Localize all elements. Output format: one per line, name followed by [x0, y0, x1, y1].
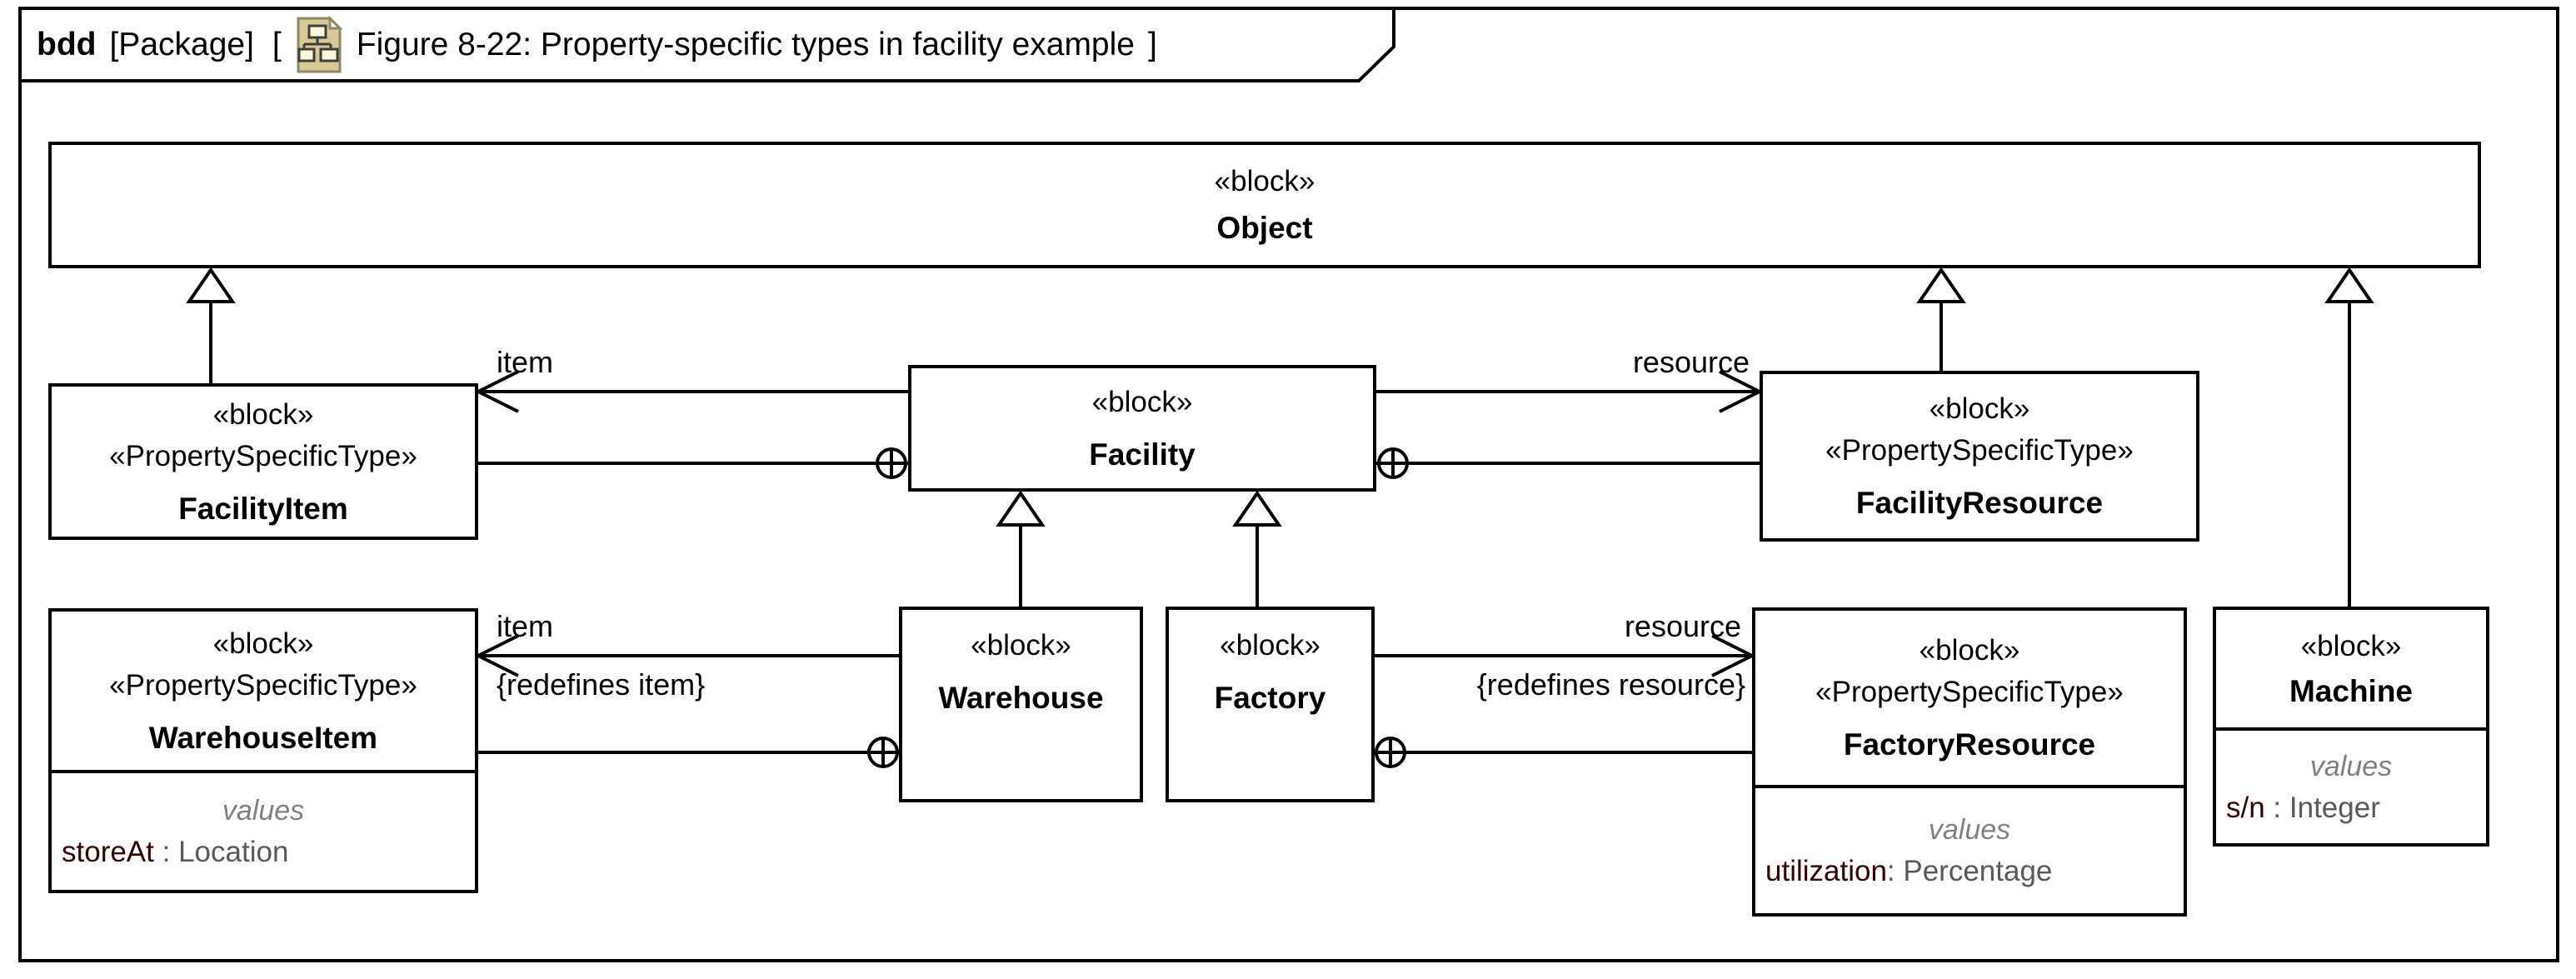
block-factory[interactable]: «block» Factory [1166, 607, 1375, 802]
diagram-title-open-bracket: [ [272, 26, 282, 62]
role-label-resource-bottom[interactable]: resource [1624, 609, 1741, 643]
composite-warehouse-warehouseitem[interactable] [478, 737, 899, 768]
role-label-item-top[interactable]: item [497, 345, 554, 379]
block-machine-name: Machine [2289, 673, 2414, 708]
value-property-separator: : [2264, 791, 2289, 824]
value-property-storeat: storeAt : Location [52, 832, 475, 873]
block-factory-resource[interactable]: «block» «PropertySpecificType» FactoryRe… [1752, 607, 2187, 917]
block-facility[interactable]: «block» Facility [908, 365, 1376, 492]
block-facility-item-stereotype2: «PropertySpecificType» [109, 439, 417, 472]
block-factory-resource-name-compartment: «block» «PropertySpecificType» FactoryRe… [1755, 611, 2184, 788]
value-property-separator: : [1886, 855, 1904, 887]
block-facility-name: Facility [1089, 437, 1196, 472]
generalization-facilityresource-object[interactable] [1916, 267, 1966, 371]
block-facility-resource-name: FacilityResource [1855, 486, 2104, 520]
block-warehouse-stereotype: «block» [971, 629, 1071, 662]
composite-facility-facilityresource[interactable] [1376, 447, 1760, 479]
block-object-stereotype: «block» [1214, 165, 1315, 197]
block-warehouse-name: Warehouse [938, 681, 1104, 715]
block-machine-name-compartment: «block» Machine [2216, 610, 2486, 731]
diagram-title-close-bracket: ] [1147, 26, 1157, 62]
block-facility-item-name: FacilityItem [178, 491, 348, 526]
constraint-label-redefines-item[interactable]: {redefines item} [497, 667, 706, 702]
role-label-item-bottom[interactable]: item [497, 609, 554, 643]
block-object-name: Object [1216, 211, 1313, 245]
generalization-facilityitem-object[interactable] [186, 267, 236, 383]
block-machine-stereotype: «block» [2300, 629, 2402, 662]
block-machine-values-compartment: values s/n : Integer [2216, 731, 2486, 843]
value-property-name: storeAt [62, 836, 154, 868]
generalization-warehouse-facility[interactable] [996, 490, 1046, 607]
composite-facility-facilityitem[interactable] [478, 447, 908, 479]
diagram-kind-label: bdd [37, 26, 97, 62]
value-property-type: Percentage [1903, 855, 2053, 887]
block-diagram-icon [297, 15, 343, 72]
block-facility-resource-stereotype: «block» [1929, 392, 2030, 425]
composite-factory-factoryresource[interactable] [1375, 737, 1752, 768]
value-property-type: Integer [2289, 791, 2380, 824]
value-property-name: s/n [2226, 791, 2265, 824]
block-warehouse-item-name-compartment: «block» «PropertySpecificType» Warehouse… [52, 612, 475, 773]
diagram-context-label: [Package] [109, 26, 254, 62]
block-object[interactable]: «block» Object [48, 142, 2481, 268]
values-compartment-caption: values [222, 795, 305, 827]
block-factory-name: Factory [1214, 681, 1326, 715]
role-label-resource-top[interactable]: resource [1632, 345, 1750, 379]
block-factory-resource-stereotype: «block» [1919, 634, 2020, 667]
block-facility-item[interactable]: «block» «PropertySpecificType» FacilityI… [48, 383, 478, 540]
block-machine[interactable]: «block» Machine values s/n : Integer [2213, 607, 2489, 847]
constraint-label-redefines-resource[interactable]: {redefines resource} [1476, 667, 1745, 702]
values-compartment-caption: values [1928, 814, 2011, 846]
value-property-separator: : [153, 836, 179, 868]
block-factory-stereotype: «block» [1220, 629, 1320, 662]
block-facility-stereotype: «block» [1091, 385, 1193, 418]
block-warehouse-item-name: WarehouseItem [148, 720, 378, 755]
block-warehouse-item[interactable]: «block» «PropertySpecificType» Warehouse… [48, 608, 478, 893]
value-property-name: utilization [1765, 855, 1887, 887]
block-warehouse-item-stereotype: «block» [212, 627, 314, 660]
block-factory-resource-values-compartment: values utilization: Percentage [1755, 788, 2184, 913]
value-property-utilization: utilization: Percentage [1755, 851, 2184, 892]
value-property-type: Location [178, 836, 289, 868]
block-facility-resource[interactable]: «block» «PropertySpecificType» FacilityR… [1760, 371, 2199, 542]
block-warehouse[interactable]: «block» Warehouse [899, 607, 1143, 802]
block-facility-resource-stereotype2: «PropertySpecificType» [1825, 434, 2134, 467]
generalization-machine-object[interactable] [2324, 267, 2374, 607]
diagram-title: Figure 8-22: Property-specific types in … [356, 26, 1135, 62]
block-warehouse-item-stereotype2: «PropertySpecificType» [109, 668, 417, 702]
block-factory-resource-name: FactoryResource [1843, 727, 2096, 762]
block-facility-item-stereotype: «block» [212, 397, 314, 431]
value-property-sn: s/n : Integer [2216, 787, 2486, 829]
values-compartment-caption: values [2309, 750, 2393, 782]
block-warehouse-item-values-compartment: values storeAt : Location [52, 773, 475, 890]
diagram-frame-header[interactable]: bdd [Package] [ Figure 8-22: Property-sp… [20, 8, 1394, 81]
block-factory-resource-stereotype2: «PropertySpecificType» [1815, 676, 2124, 708]
generalization-factory-facility[interactable] [1232, 490, 1282, 607]
